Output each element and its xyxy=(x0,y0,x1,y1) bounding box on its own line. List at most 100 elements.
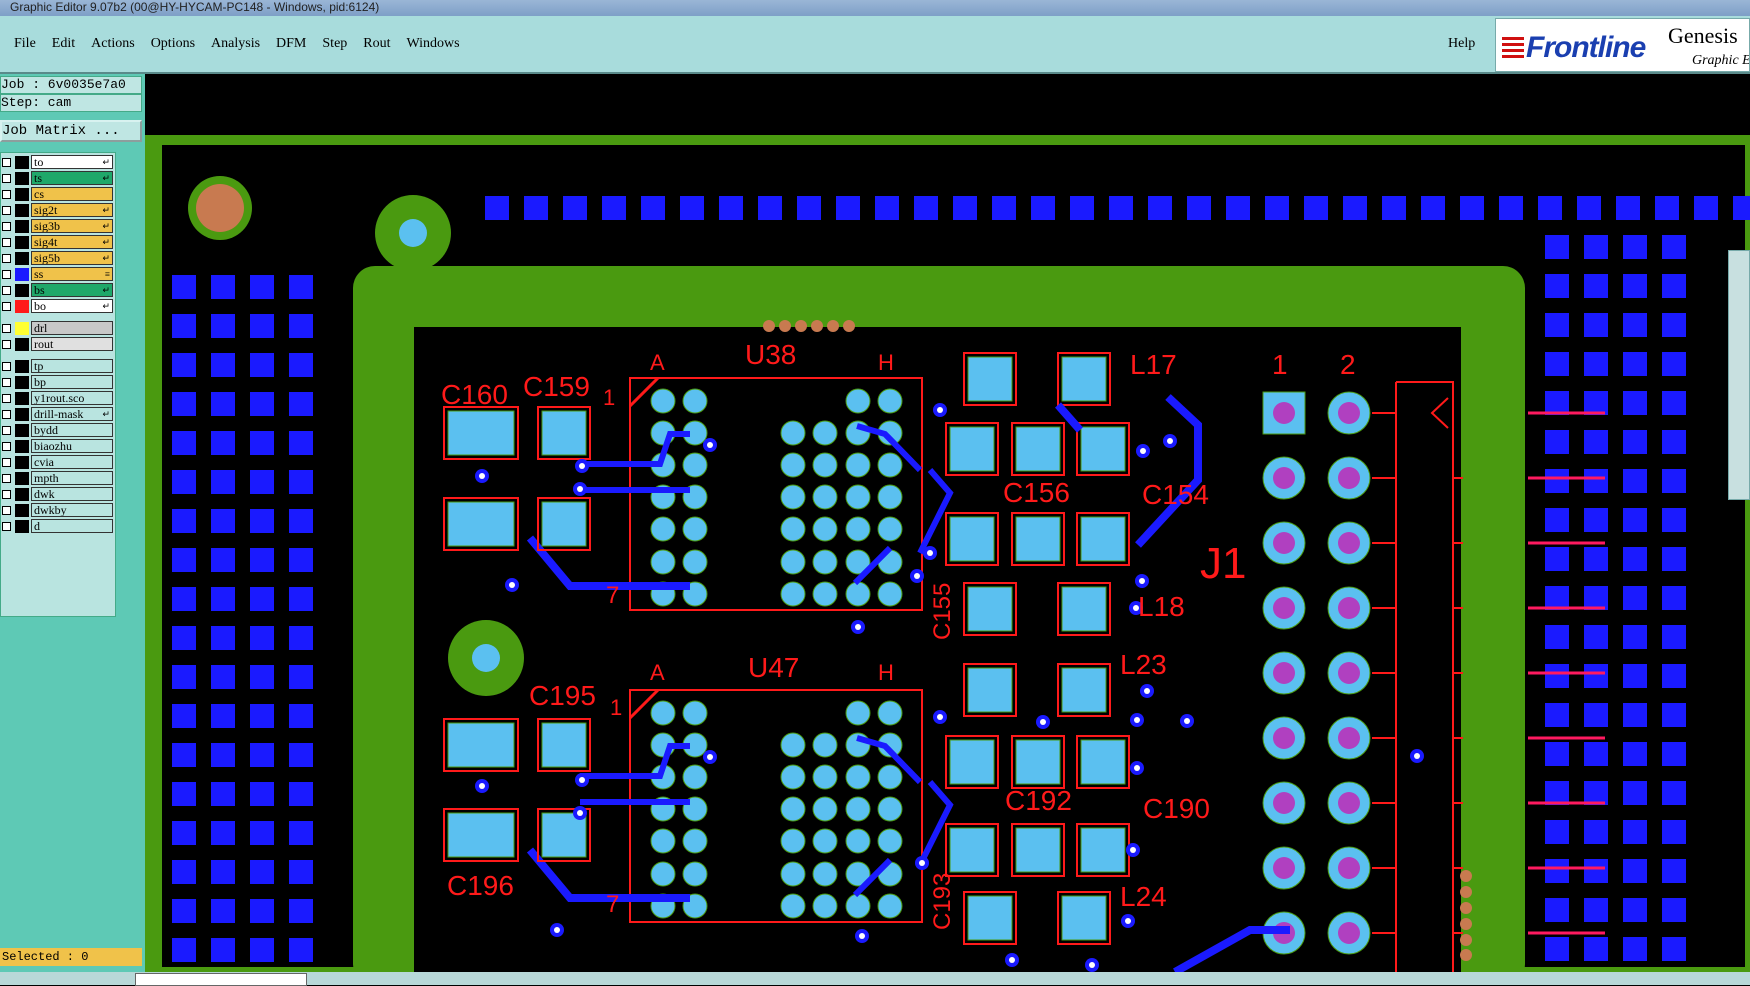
layer-color-swatch[interactable] xyxy=(15,488,29,501)
layer-row-sig2t[interactable]: sig2t↵ xyxy=(1,203,115,218)
layer-row-d[interactable]: d xyxy=(1,519,115,534)
layer-name[interactable]: bydd xyxy=(31,423,113,437)
layer-color-swatch[interactable] xyxy=(15,172,29,185)
layer-checkbox[interactable] xyxy=(2,174,11,183)
layer-checkbox[interactable] xyxy=(2,394,11,403)
layer-checkbox[interactable] xyxy=(2,238,11,247)
layer-checkbox[interactable] xyxy=(2,340,11,349)
layer-color-swatch[interactable] xyxy=(15,284,29,297)
menu-windows[interactable]: Windows xyxy=(406,36,460,51)
layer-row-y1rout.sco[interactable]: y1rout.sco xyxy=(1,391,115,406)
layer-checkbox[interactable] xyxy=(2,426,11,435)
layer-color-swatch[interactable] xyxy=(15,188,29,201)
layer-checkbox[interactable] xyxy=(2,458,11,467)
layer-row-sig4t[interactable]: sig4t↵ xyxy=(1,235,115,250)
layer-name[interactable]: d xyxy=(31,519,113,533)
layer-color-swatch[interactable] xyxy=(15,204,29,217)
layer-checkbox[interactable] xyxy=(2,410,11,419)
layer-color-swatch[interactable] xyxy=(15,300,29,313)
pcb-view[interactable]: U38 A H U47 A H C160 C159 C195 C196 C156… xyxy=(145,74,1750,972)
layer-name[interactable]: dwk xyxy=(31,487,113,501)
layer-checkbox[interactable] xyxy=(2,362,11,371)
layer-checkbox[interactable] xyxy=(2,442,11,451)
layer-row-to[interactable]: to↵ xyxy=(1,155,115,170)
layer-color-swatch[interactable] xyxy=(15,252,29,265)
layer-color-swatch[interactable] xyxy=(15,268,29,281)
layer-name[interactable]: ts↵ xyxy=(31,171,113,185)
layer-row-bydd[interactable]: bydd xyxy=(1,423,115,438)
layer-name[interactable]: cvia xyxy=(31,455,113,469)
layer-color-swatch[interactable] xyxy=(15,440,29,453)
side-toolbar-stub[interactable] xyxy=(1728,250,1750,500)
menu-actions[interactable]: Actions xyxy=(91,36,135,51)
layer-color-swatch[interactable] xyxy=(15,360,29,373)
command-field[interactable] xyxy=(135,973,307,986)
menu-analysis[interactable]: Analysis xyxy=(211,36,261,51)
layer-color-swatch[interactable] xyxy=(15,338,29,351)
layer-color-swatch[interactable] xyxy=(15,392,29,405)
layer-name[interactable]: tp xyxy=(31,359,113,373)
layer-name[interactable]: sig3b↵ xyxy=(31,219,113,233)
layer-row-dwkby[interactable]: dwkby xyxy=(1,503,115,518)
job-matrix-button[interactable]: Job Matrix ... xyxy=(0,120,142,142)
menu-options[interactable]: Options xyxy=(150,36,196,51)
layer-color-swatch[interactable] xyxy=(15,504,29,517)
layer-name[interactable]: ss≡ xyxy=(31,267,113,281)
layer-checkbox[interactable] xyxy=(2,302,11,311)
menu-rout[interactable]: Rout xyxy=(363,36,391,51)
layer-checkbox[interactable] xyxy=(2,474,11,483)
layer-row-drill-mask[interactable]: drill-mask↵ xyxy=(1,407,115,422)
layer-color-swatch[interactable] xyxy=(15,408,29,421)
layer-row-bs[interactable]: bs↵ xyxy=(1,283,115,298)
layer-name[interactable]: mpth xyxy=(31,471,113,485)
layer-name[interactable]: sig2t↵ xyxy=(31,203,113,217)
graphic-canvas[interactable]: U38 A H U47 A H C160 C159 C195 C196 C156… xyxy=(145,74,1750,972)
menu-step[interactable]: Step xyxy=(322,36,348,51)
layer-name[interactable]: rout xyxy=(31,337,113,351)
layer-row-mpth[interactable]: mpth xyxy=(1,471,115,486)
layer-row-biaozhu[interactable]: biaozhu xyxy=(1,439,115,454)
layer-checkbox[interactable] xyxy=(2,286,11,295)
layer-color-swatch[interactable] xyxy=(15,472,29,485)
layer-name[interactable]: to↵ xyxy=(31,155,113,169)
layer-color-swatch[interactable] xyxy=(15,156,29,169)
layer-color-swatch[interactable] xyxy=(15,376,29,389)
menu-file[interactable]: File xyxy=(14,36,36,51)
layer-color-swatch[interactable] xyxy=(15,322,29,335)
layer-checkbox[interactable] xyxy=(2,206,11,215)
layer-name[interactable]: cs xyxy=(31,187,113,201)
layer-checkbox[interactable] xyxy=(2,506,11,515)
layer-row-bo[interactable]: bo↵ xyxy=(1,299,115,314)
layer-color-swatch[interactable] xyxy=(15,424,29,437)
menu-dfm[interactable]: DFM xyxy=(276,36,307,51)
layer-row-bp[interactable]: bp xyxy=(1,375,115,390)
layer-row-drl[interactable]: drl xyxy=(1,321,115,336)
layer-name[interactable]: sig4t↵ xyxy=(31,235,113,249)
layer-name[interactable]: drl xyxy=(31,321,113,335)
layer-name[interactable]: bp xyxy=(31,375,113,389)
layer-name[interactable]: sig5b↵ xyxy=(31,251,113,265)
layer-checkbox[interactable] xyxy=(2,254,11,263)
layer-row-sig3b[interactable]: sig3b↵ xyxy=(1,219,115,234)
layer-name[interactable]: biaozhu xyxy=(31,439,113,453)
layer-checkbox[interactable] xyxy=(2,378,11,387)
layer-row-dwk[interactable]: dwk xyxy=(1,487,115,502)
layer-color-swatch[interactable] xyxy=(15,220,29,233)
layer-color-swatch[interactable] xyxy=(15,520,29,533)
layer-name[interactable]: drill-mask↵ xyxy=(31,407,113,421)
layer-checkbox[interactable] xyxy=(2,158,11,167)
menu-edit[interactable]: Edit xyxy=(51,36,76,51)
layer-row-ts[interactable]: ts↵ xyxy=(1,171,115,186)
layer-row-sig5b[interactable]: sig5b↵ xyxy=(1,251,115,266)
layer-color-swatch[interactable] xyxy=(15,456,29,469)
layer-name[interactable]: dwkby xyxy=(31,503,113,517)
layer-checkbox[interactable] xyxy=(2,222,11,231)
layer-checkbox[interactable] xyxy=(2,270,11,279)
layer-name[interactable]: bs↵ xyxy=(31,283,113,297)
layer-row-tp[interactable]: tp xyxy=(1,359,115,374)
layer-name[interactable]: y1rout.sco xyxy=(31,391,113,405)
layer-name[interactable]: bo↵ xyxy=(31,299,113,313)
layer-checkbox[interactable] xyxy=(2,190,11,199)
layer-color-swatch[interactable] xyxy=(15,236,29,249)
layer-checkbox[interactable] xyxy=(2,522,11,531)
